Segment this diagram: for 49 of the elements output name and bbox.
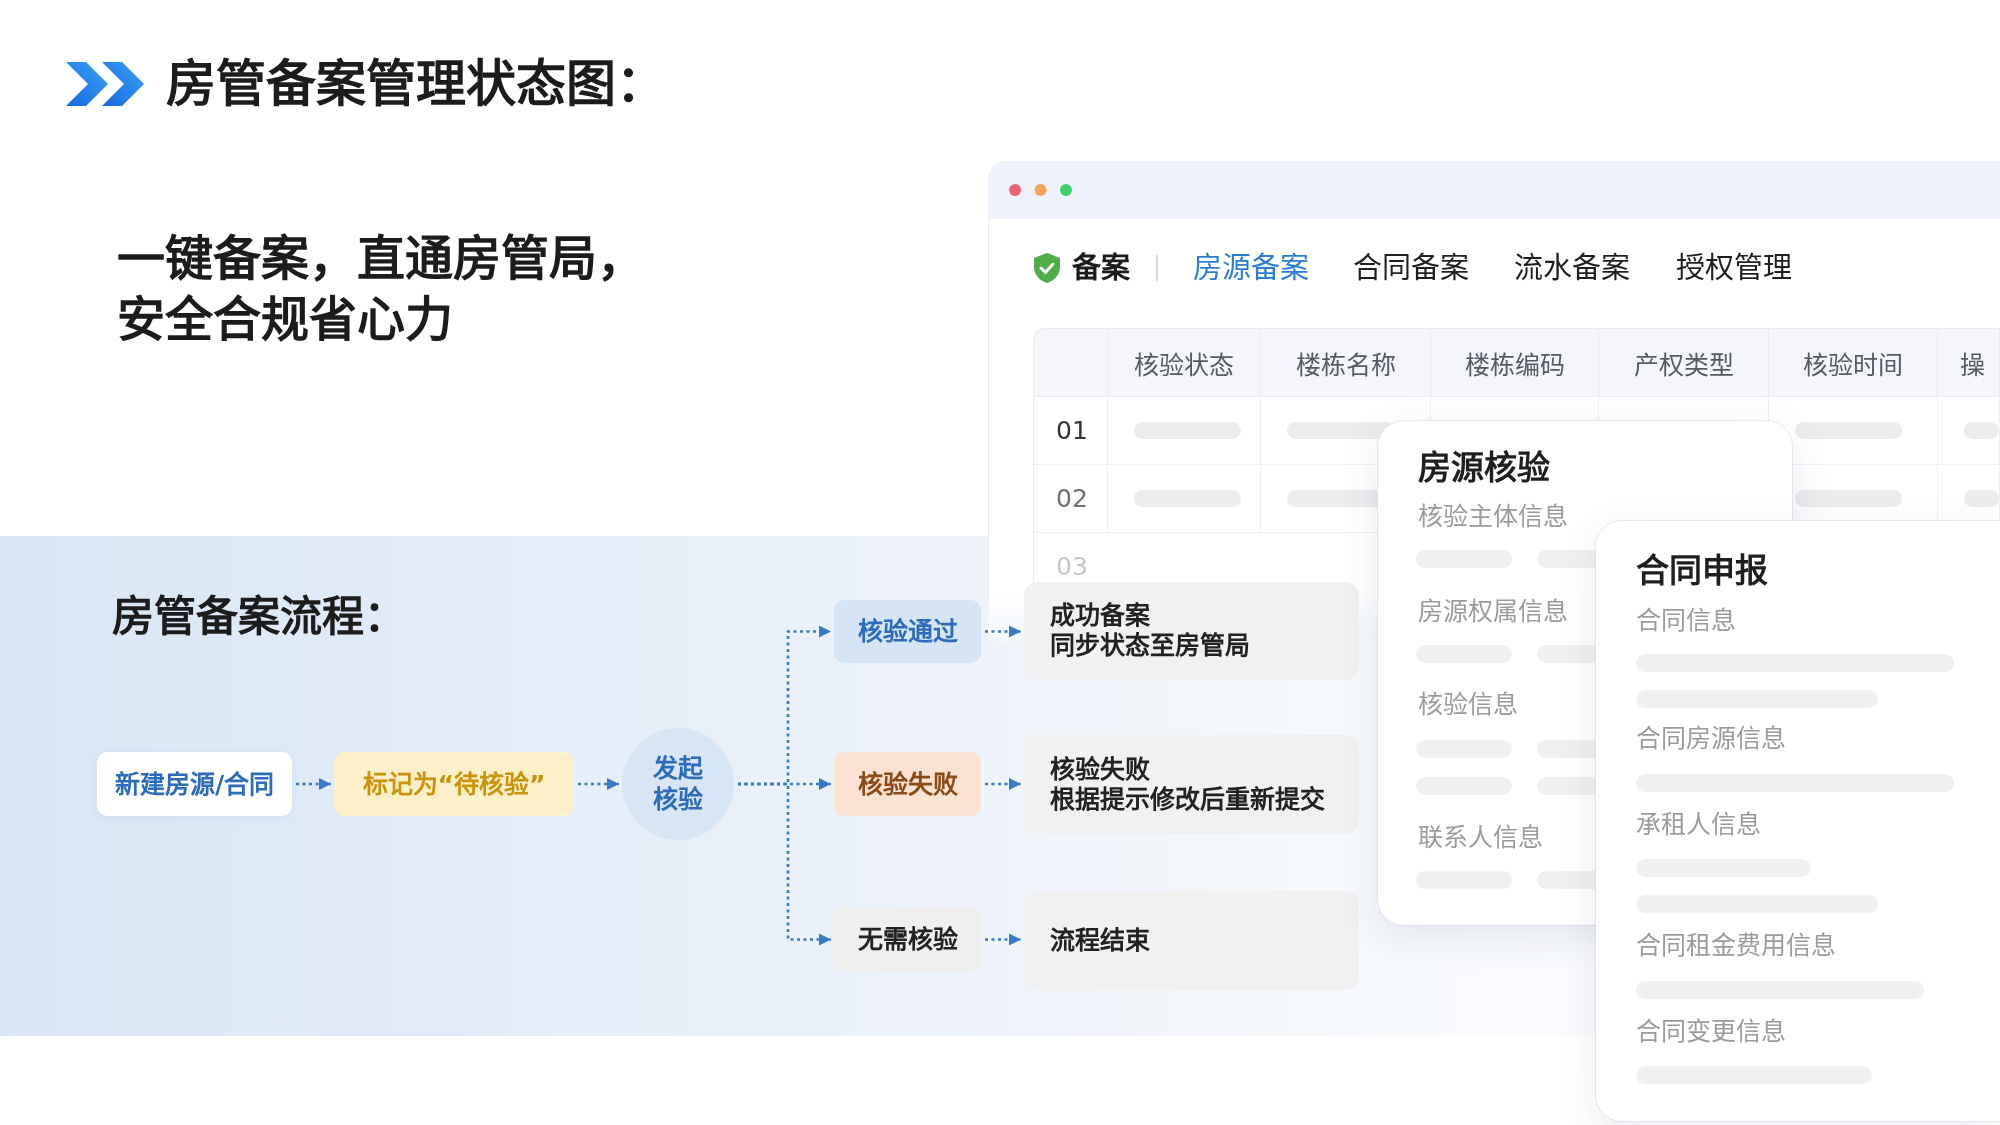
menu-label: 流水备案 xyxy=(1514,250,1630,287)
row-number: 01 xyxy=(1056,417,1088,444)
arrow xyxy=(738,782,831,946)
process-box xyxy=(97,752,292,816)
subtitle: 一键备案，直通房管局，安全合规省心力 xyxy=(117,229,646,349)
column-header: 核验时间 xyxy=(1769,329,1938,397)
field-label: 核验信息 xyxy=(1418,689,1518,721)
field-label: 承租人信息 xyxy=(1636,809,1761,841)
card-title: 合同申报 xyxy=(1636,551,1768,591)
field-label: 合同变更信息 xyxy=(1636,1016,1786,1048)
field-label: 合同租金费用信息 xyxy=(1636,930,1836,962)
step-label: 发起核验 xyxy=(652,753,704,815)
menu-label: 授权管理 xyxy=(1676,250,1792,287)
step-label: 核验失败 xyxy=(857,768,958,800)
page-title: 房管备案管理状态图： xyxy=(166,56,666,112)
app-title: 备案 xyxy=(1072,250,1130,287)
card-title: 房源核验 xyxy=(1418,448,1550,488)
menu-label: 合同备案 xyxy=(1353,250,1469,287)
column-header: 产权类型 xyxy=(1599,329,1769,397)
section-heading: 房管备案流程： xyxy=(112,593,406,641)
menu-label: 房源备案 xyxy=(1193,250,1309,287)
result-title: 核验失败 xyxy=(1050,754,1150,785)
field-label: 联系人信息 xyxy=(1418,822,1543,854)
column-header: 楼栋编码 xyxy=(1431,329,1599,397)
column-header: 核验状态 xyxy=(1108,329,1261,397)
status-box xyxy=(834,600,981,663)
result-description: 同步状态至房管局 xyxy=(1050,631,1250,661)
step-label: 标记为“待核验” xyxy=(362,768,546,800)
column-header: 楼栋名称 xyxy=(1261,329,1431,397)
field-label: 房源权属信息 xyxy=(1418,596,1568,628)
field-label: 合同房源信息 xyxy=(1636,723,1786,755)
column-header: 操 xyxy=(1938,329,2000,397)
result-title: 流程结束 xyxy=(1050,925,1150,956)
arrow xyxy=(985,778,1021,790)
row-number: 03 xyxy=(1056,554,1088,580)
field-label: 合同信息 xyxy=(1636,605,1736,637)
arrow xyxy=(296,778,331,790)
status-box xyxy=(334,752,574,816)
arrow xyxy=(985,933,1021,946)
field-label: 核验主体信息 xyxy=(1418,501,1568,533)
arrow xyxy=(578,778,619,790)
step-label: 无需核验 xyxy=(857,924,958,955)
result-title: 成功备案 xyxy=(1050,601,1150,631)
step-label: 新建房源/合同 xyxy=(114,768,275,800)
result-description: 根据提示修改后重新提交 xyxy=(1050,784,1325,815)
arrow xyxy=(985,625,1021,638)
status-box xyxy=(834,752,981,816)
row-number: 02 xyxy=(1056,485,1088,512)
step-label: 核验通过 xyxy=(857,616,958,647)
